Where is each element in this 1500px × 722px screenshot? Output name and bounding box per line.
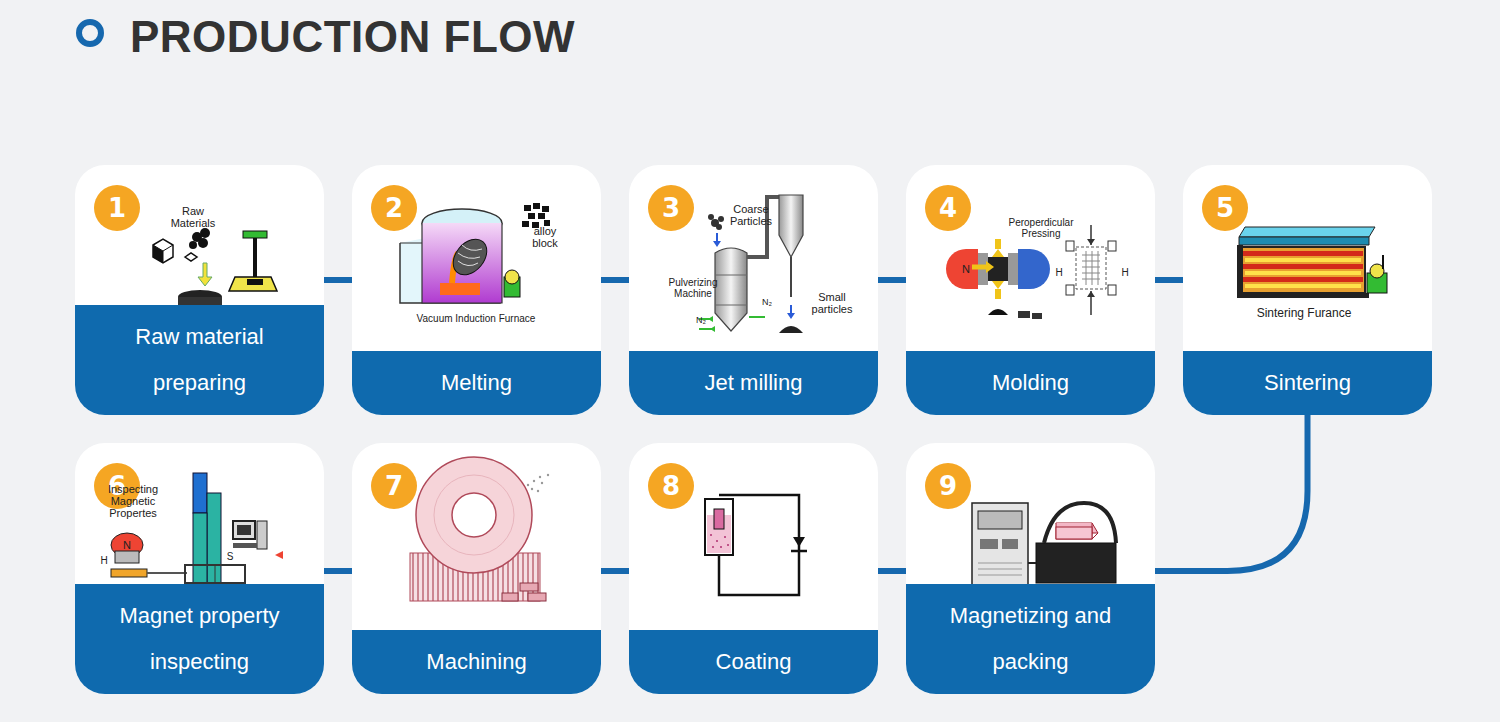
process-card: 3Jet milling Coarse ParticlesPulverizing … [629,165,878,415]
step-number: 8 [648,463,694,509]
flow-connector [601,571,629,572]
illustration-label: Coarse Particles [721,203,781,227]
illustration-label: H [1052,267,1066,278]
step-number: 3 [648,185,694,231]
step-label: Melting [352,351,601,415]
connector-line [878,568,906,574]
connector-line [1155,415,1308,571]
connector-line [601,568,629,574]
flow-connector [324,571,352,572]
process-card: 4Molding Peroperdicular PressingN H H [906,165,1155,415]
illustration-label: Pulverizing Machine [663,277,723,299]
process-card: 1Raw material preparing Raw Materials [75,165,324,415]
flow-connector [1155,415,1308,571]
process-card: 8Coating [629,443,878,694]
flow-connector [878,280,906,281]
process-card: 5Sintering Sintering Furance [1183,165,1432,415]
process-card: 2Melting alloy blockVacuum Induction Furn… [352,165,601,415]
step-number: 7 [371,463,417,509]
step-label: Coating [629,630,878,694]
connector-line [601,277,629,283]
flow-connector [601,280,629,281]
flow-connector [878,571,906,572]
illustration-label: alloy block [520,225,570,249]
ring-icon [79,22,101,44]
illustration-label: N [958,263,974,275]
illustration-label: N [119,539,135,551]
step-number: 4 [925,185,971,231]
connector-line [1155,277,1183,283]
connector-line [878,277,906,283]
step-number: 1 [94,185,140,231]
process-card: 6Magnet property inspectingInspecting Ma… [75,443,324,694]
process-card: 7Machining [352,443,601,694]
step-label: Molding [906,351,1155,415]
step-label: Magnet property inspecting [75,584,324,694]
step-label: Jet milling [629,351,878,415]
connector-line [324,568,352,574]
illustration-label: N₂ [691,315,711,325]
flow-connector [1155,280,1183,281]
flow-connector [324,280,352,281]
connector-line [324,277,352,283]
step-label: Machining [352,630,601,694]
illustration-label: Inspecting Magnetic Propertes [97,483,169,519]
step-number: 5 [1202,185,1248,231]
illustration-label: S [223,551,237,562]
page-title: PRODUCTION FLOW [130,12,575,62]
step-label: Sintering [1183,351,1432,415]
step-label: Magnetizing and packing [906,584,1155,694]
step-number: 2 [371,185,417,231]
step-label: Raw material preparing [75,305,324,415]
illustration-label: Peroperdicular Pressing [996,217,1086,239]
illustration-label: Vacuum Induction Furnace [396,313,556,324]
illustration-label: H [1118,267,1132,278]
illustration-label: Sintering Furance [1229,307,1379,320]
illustration-label: Small particles [805,291,859,315]
process-card: 9Magnetizing and packing [906,443,1155,694]
step-number: 9 [925,463,971,509]
illustration-label: Raw Materials [163,205,223,229]
illustration-label: N₂ [757,297,777,307]
illustration-label: H [97,555,111,566]
